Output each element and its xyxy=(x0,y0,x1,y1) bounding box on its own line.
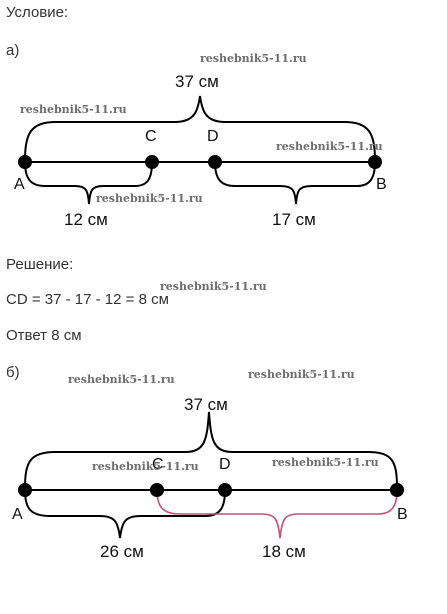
answer-text: Ответ 8 см xyxy=(6,327,82,344)
diagram-a-point-a xyxy=(18,155,32,169)
solution-formula: CD = 37 - 17 - 12 = 8 см xyxy=(6,291,169,308)
part-a-label: а) xyxy=(6,42,20,59)
heading-condition: Условие: xyxy=(6,4,69,21)
watermark: reshebnik5-11.ru xyxy=(68,373,175,386)
diagram-a-label-b: B xyxy=(376,176,387,193)
heading-solution: Решение: xyxy=(6,256,74,273)
part-b-label: б) xyxy=(6,364,20,381)
diagram-a-label-a: A xyxy=(14,176,25,193)
watermark: reshebnik5-11.ru xyxy=(272,456,379,469)
diagram-b-point-c xyxy=(150,483,164,497)
watermark: reshebnik5-11.ru xyxy=(92,460,199,473)
diagram-b-point-b xyxy=(390,483,404,497)
diagram-a-label-d: D xyxy=(207,128,219,145)
diagram-a-point-d xyxy=(208,155,222,169)
diagram-b-total-length: 37 см xyxy=(184,395,228,414)
diagram-a-point-b xyxy=(368,155,382,169)
diagram-a-left-length: 12 см xyxy=(64,210,108,229)
watermark: reshebnik5-11.ru xyxy=(20,103,127,116)
diagram-b-left-length: 26 см xyxy=(100,542,144,561)
diagram-a-top-brace xyxy=(24,95,376,161)
watermark: reshebnik5-11.ru xyxy=(160,280,267,293)
diagram-a-right-length: 17 см xyxy=(272,210,316,229)
watermark: reshebnik5-11.ru xyxy=(96,192,203,205)
diagram-b-top-brace xyxy=(24,411,398,489)
diagram-b-label-b: B xyxy=(397,506,408,523)
diagram-a-left-brace xyxy=(24,161,153,205)
diagram-b-label-c: C xyxy=(152,456,164,473)
diagram-b-right-length: 18 см xyxy=(262,542,306,561)
watermark: reshebnik5-11.ru xyxy=(276,140,383,153)
diagram-b-point-a xyxy=(18,483,32,497)
diagram-b-label-d: D xyxy=(219,456,231,473)
diagram-b-label-a: A xyxy=(12,506,23,523)
diagram-b-point-d xyxy=(218,483,232,497)
watermark: reshebnik5-11.ru xyxy=(200,52,307,65)
diagram-b-right-brace xyxy=(156,489,398,539)
diagram-a-point-c xyxy=(145,155,159,169)
diagram-a-total-length: 37 см xyxy=(175,72,219,91)
watermark: reshebnik5-11.ru xyxy=(248,368,355,381)
diagram-a-label-c: C xyxy=(145,128,157,145)
diagram-a-right-brace xyxy=(214,161,376,205)
